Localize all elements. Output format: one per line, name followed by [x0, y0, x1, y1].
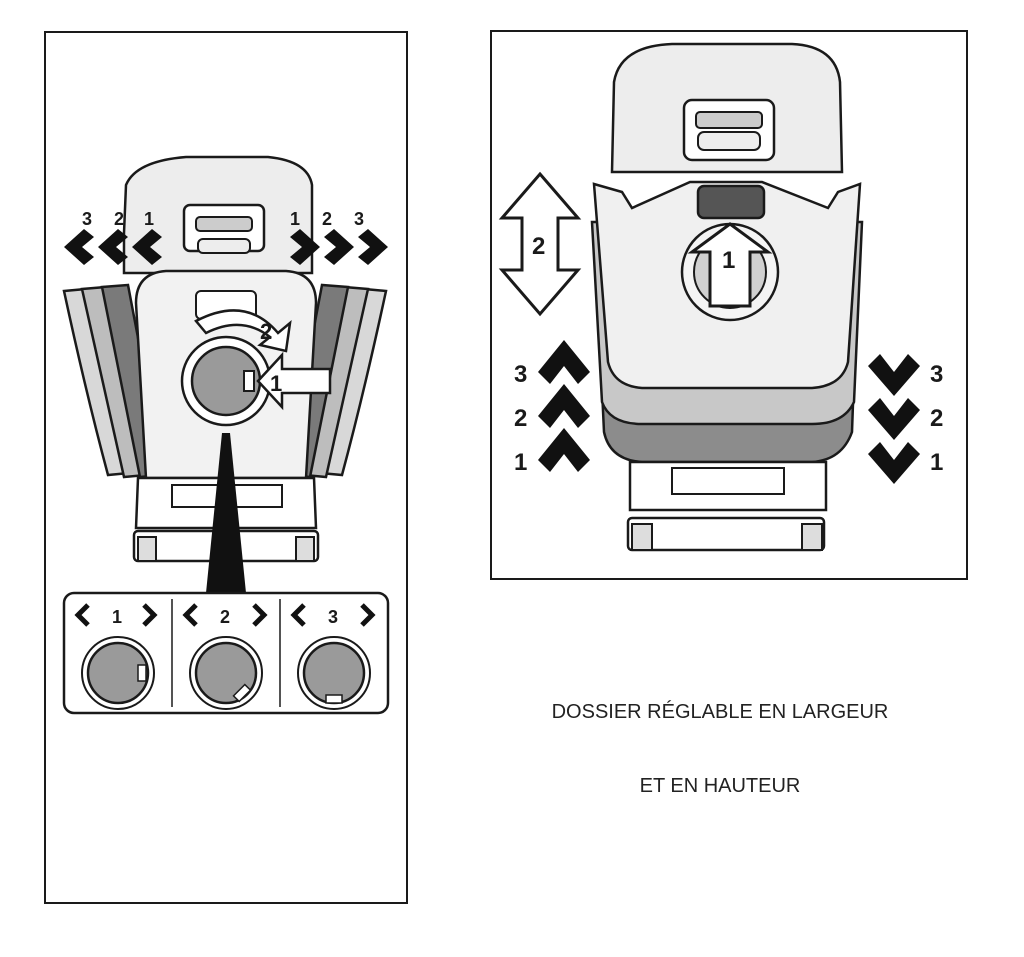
height-release-handle: [696, 184, 766, 220]
detail-position-2: 2: [220, 607, 230, 627]
detail-pointer: [206, 433, 246, 593]
height-adjustment-panel: 1 2 3 2 1 3 2 1: [490, 30, 968, 580]
knob-step-1: 1: [270, 371, 282, 396]
height-down-arrows: [868, 354, 920, 484]
pull-arrow: [687, 222, 773, 308]
width-level-left-2: 2: [114, 209, 124, 229]
rotate-arrow: [194, 309, 292, 353]
detail-position-1: 1: [112, 607, 122, 627]
width-level-right-1: 1: [290, 209, 300, 229]
width-level-left-3: 3: [82, 209, 92, 229]
knob-step-2: 2: [260, 319, 272, 344]
headrest-step-1: 1: [722, 247, 735, 274]
height-up-level-3: 3: [514, 361, 527, 388]
headrest-step-2: 2: [532, 233, 545, 260]
headrest-double-arrow: [498, 171, 582, 317]
height-down-level-2: 2: [930, 405, 943, 432]
height-up-level-1: 1: [514, 449, 527, 476]
width-adjustment-panel: 2 1 3 2 1 1 2 3: [44, 31, 408, 904]
detail-position-3: 3: [328, 607, 338, 627]
caption-line-1: DOSSIER RÉGLABLE EN LARGEUR: [551, 701, 889, 723]
width-arrows-right: [290, 229, 388, 265]
width-adjustment-diagram: 2 1 3 2 1 1 2 3: [62, 155, 390, 715]
push-arrow: [256, 351, 332, 411]
height-up-arrows: [538, 340, 590, 472]
height-up-level-2: 2: [514, 405, 527, 432]
height-adjustment-diagram: 1 2 3 2 1 3 2 1: [498, 42, 943, 552]
caption-line-2: ET EN HAUTEUR: [639, 775, 801, 797]
width-arrows-left: [64, 229, 162, 265]
height-down-level-3: 3: [930, 361, 943, 388]
width-level-right-2: 2: [322, 209, 332, 229]
width-level-right-3: 3: [354, 209, 364, 229]
height-down-level-1: 1: [930, 449, 943, 476]
width-level-left-1: 1: [144, 209, 154, 229]
